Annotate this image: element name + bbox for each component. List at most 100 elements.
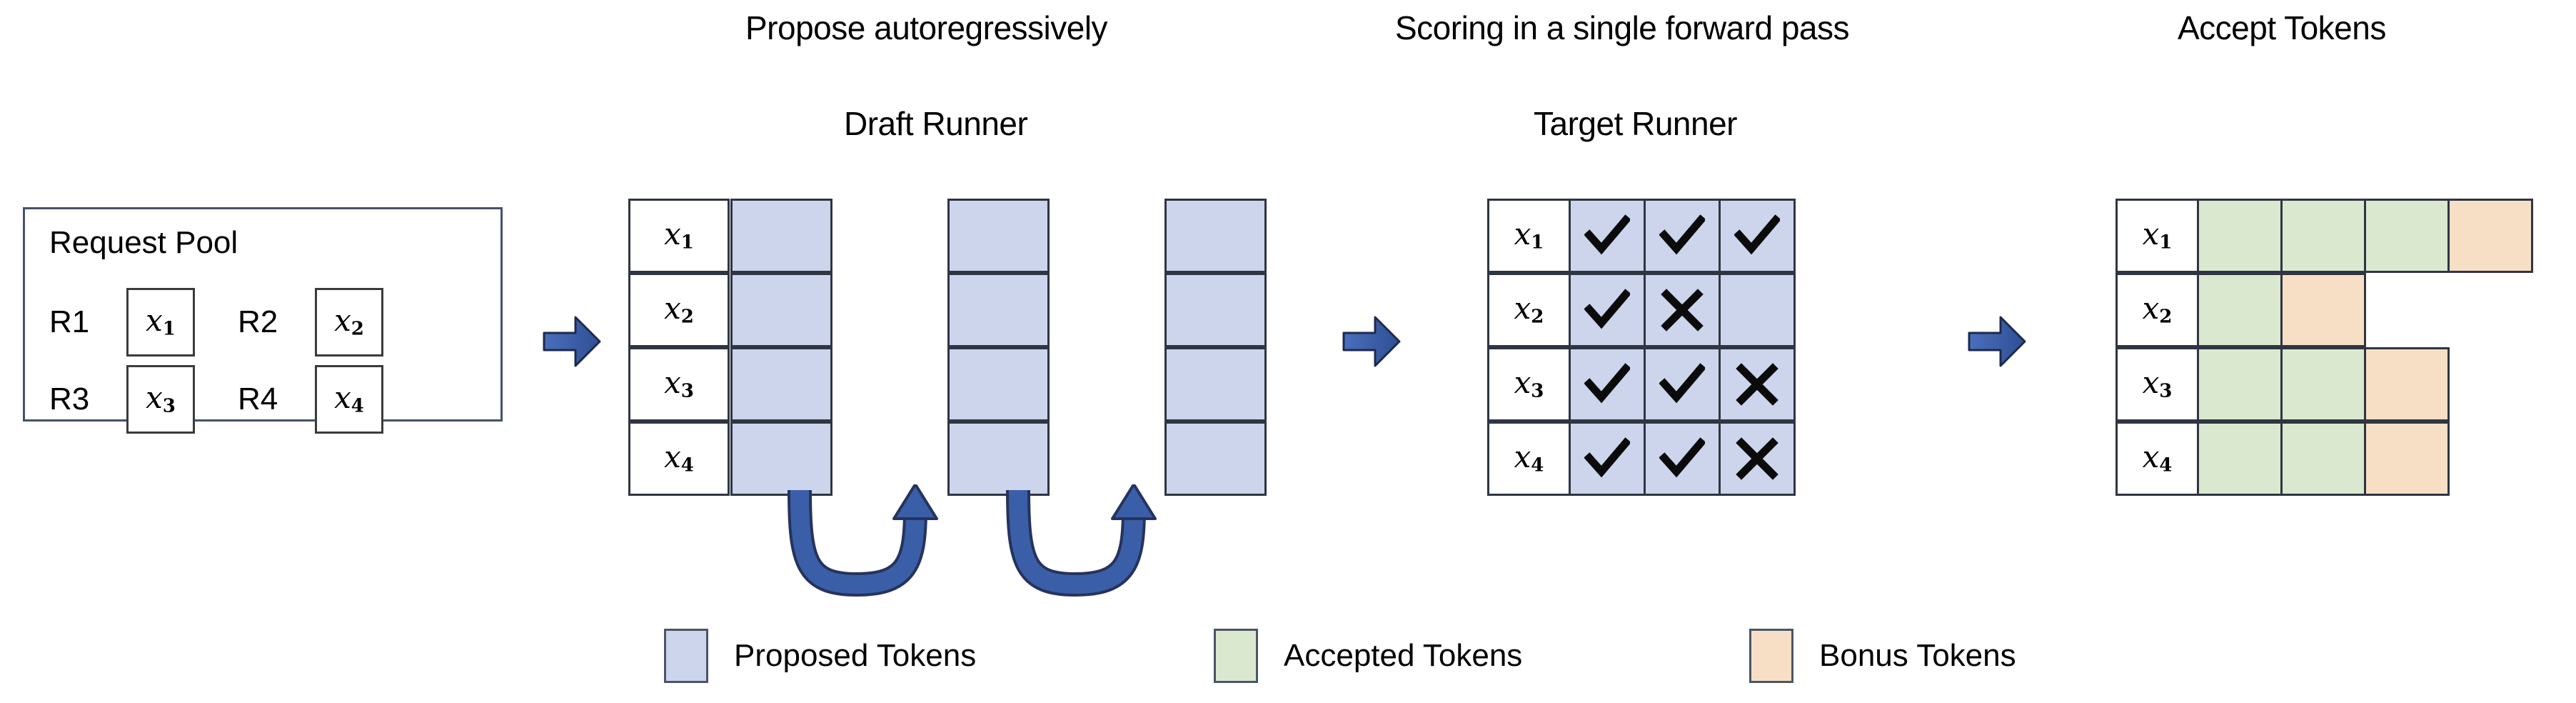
token-x2: x2 — [2142, 291, 2173, 328]
token-x3: x3 — [146, 380, 176, 417]
cross-icon — [1661, 289, 1704, 331]
accept-cell-r4-c3 — [2364, 422, 2450, 496]
check-icon — [1584, 437, 1630, 478]
draft-cell-r1-step1 — [730, 199, 832, 273]
target-cell-r3-c2 — [1644, 347, 1721, 422]
token-x4: x4 — [1514, 439, 1544, 477]
legend-label-proposed: Proposed Tokens — [734, 638, 977, 673]
target-cell-r3-c3 — [1719, 347, 1796, 422]
step-arrow-pool-to-draft — [543, 314, 601, 369]
draft-cell-r2-step2 — [947, 273, 1050, 347]
step-arrow-draft-to-target — [1342, 314, 1401, 369]
accept-cell-r1-c3 — [2364, 199, 2450, 273]
token-x1: x1 — [1514, 216, 1544, 254]
request-token-box-r2: x2 — [315, 288, 383, 357]
legend-item-bonus: Bonus Tokens — [1749, 629, 2016, 683]
accept-cell-r2-c2 — [2280, 273, 2366, 347]
token-x1: x1 — [146, 303, 176, 340]
accept-row-label-1: x1 — [2115, 199, 2199, 273]
token-x1: x1 — [2142, 216, 2173, 254]
request-token-box-r1: x1 — [126, 288, 195, 357]
draft-row-label-2: x2 — [628, 273, 730, 347]
target-cell-r2-c1 — [1569, 273, 1646, 347]
check-icon — [1659, 437, 1705, 478]
title-propose-autoregressively: Propose autoregressively — [745, 9, 1108, 46]
request-label-r4: R4 — [238, 382, 278, 417]
title-scoring-single-forward-pass: Scoring in a single forward pass — [1395, 9, 1850, 46]
accept-cell-r1-c1 — [2197, 199, 2283, 273]
draft-cell-r4-step1 — [730, 422, 832, 496]
accept-cell-r3-c2 — [2280, 347, 2366, 422]
title-draft-runner: Draft Runner — [844, 105, 1028, 142]
token-x2: x2 — [334, 303, 364, 340]
request-label-r3: R3 — [49, 382, 90, 417]
legend-label-bonus: Bonus Tokens — [1819, 638, 2016, 673]
target-cell-r4-c2 — [1644, 422, 1721, 496]
legend: Proposed Tokens Accepted Tokens Bonus To… — [0, 619, 2576, 703]
accept-row-label-2: x2 — [2115, 273, 2199, 347]
request-row-2: R3 x3 R4 x4 — [49, 365, 383, 434]
draft-cell-r4-step2 — [947, 422, 1050, 496]
cross-icon — [1736, 363, 1778, 406]
legend-item-proposed: Proposed Tokens — [664, 629, 976, 683]
request-label-r2: R2 — [238, 304, 278, 339]
token-x3: x3 — [2142, 365, 2173, 402]
title-target-runner: Target Runner — [1534, 105, 1738, 142]
accept-cell-r4-c2 — [2280, 422, 2366, 496]
title-accept-tokens: Accept Tokens — [2178, 9, 2386, 46]
draft-row-label-1: x1 — [628, 199, 730, 273]
check-icon — [1659, 214, 1705, 255]
accept-cell-r1-c4 — [2447, 199, 2533, 273]
draft-cell-r1-step2 — [947, 199, 1050, 273]
token-x2: x2 — [1514, 291, 1544, 328]
cross-icon — [1736, 437, 1778, 480]
target-cell-r2-c3 — [1719, 273, 1796, 347]
draft-cell-r4-step3 — [1164, 422, 1267, 496]
legend-label-accepted: Accepted Tokens — [1284, 638, 1523, 673]
target-row-label-3: x3 — [1487, 347, 1571, 422]
accept-cell-r3-c3 — [2364, 347, 2450, 422]
target-cell-r1-c2 — [1644, 199, 1721, 273]
request-pool-panel: Request Pool R1 x1 R2 x2 R3 x3 R4 x4 — [23, 207, 503, 434]
accept-row-label-3: x3 — [2115, 347, 2199, 422]
token-x4: x4 — [664, 439, 694, 477]
draft-cell-r1-step3 — [1164, 199, 1267, 273]
token-x4: x4 — [334, 380, 364, 417]
target-row-label-2: x2 — [1487, 273, 1571, 347]
token-x3: x3 — [664, 365, 694, 402]
check-icon — [1584, 214, 1630, 255]
token-x2: x2 — [664, 291, 694, 328]
request-token-box-r3: x3 — [126, 365, 195, 434]
draft-cell-r3-step2 — [947, 347, 1050, 422]
token-x3: x3 — [1514, 365, 1544, 402]
target-cell-r3-c1 — [1569, 347, 1646, 422]
draft-cell-r2-step3 — [1164, 273, 1267, 347]
request-token-box-r4: x4 — [315, 365, 383, 434]
accept-cell-r2-c1 — [2197, 273, 2283, 347]
target-cell-r2-c2 — [1644, 273, 1721, 347]
draft-cell-r3-step1 — [730, 347, 832, 422]
draft-cell-r3-step3 — [1164, 347, 1267, 422]
loop-arrow-step1-to-step2 — [778, 483, 971, 617]
legend-item-accepted: Accepted Tokens — [1214, 629, 1522, 683]
draft-row-label-3: x3 — [628, 347, 730, 422]
token-x4: x4 — [2142, 439, 2173, 477]
accept-cell-r1-c2 — [2280, 199, 2366, 273]
legend-swatch-proposed — [664, 629, 708, 683]
target-cell-r1-c3 — [1719, 199, 1796, 273]
legend-swatch-bonus — [1749, 629, 1793, 683]
step-arrow-target-to-accept — [1968, 314, 2026, 369]
target-cell-r4-c3 — [1719, 422, 1796, 496]
accept-row-label-4: x4 — [2115, 422, 2199, 496]
check-icon — [1584, 289, 1630, 329]
accept-cell-r3-c1 — [2197, 347, 2283, 422]
target-cell-r4-c1 — [1569, 422, 1646, 496]
check-icon — [1659, 363, 1705, 404]
draft-row-label-4: x4 — [628, 422, 730, 496]
request-label-r1: R1 — [49, 304, 90, 339]
token-x1: x1 — [664, 216, 694, 254]
